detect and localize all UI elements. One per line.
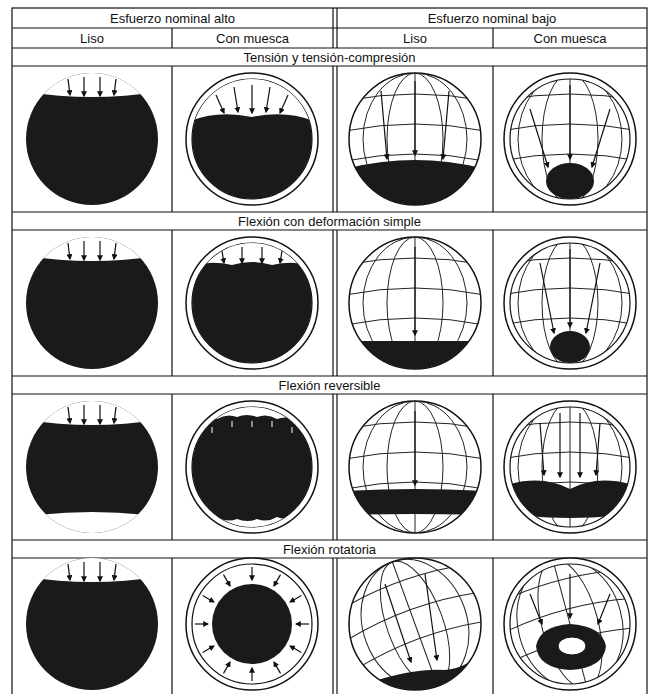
fracture-section: [22, 233, 162, 369]
column-header-cell: Esfuerzo nominal alto: [14, 9, 331, 27]
fracture-section: [484, 538, 655, 694]
subcolumn-header-cell: Con muesca: [174, 29, 331, 47]
row-header: Flexión con deformación simple: [236, 215, 423, 228]
row-header: Flexión rotatoria: [281, 543, 378, 556]
fracture-section: [345, 69, 485, 209]
row-header-cell: Flexión con deformación simple: [14, 213, 645, 229]
subcolumn-header-cell: Liso: [14, 29, 170, 47]
fracture-section: [186, 558, 318, 690]
table-grid: [12, 8, 647, 694]
fracture-section: [500, 69, 640, 209]
fracture-section: [22, 554, 162, 690]
column-header: Esfuerzo nominal alto: [108, 12, 237, 25]
fracture-section: [182, 233, 322, 369]
subcolumn-header-cell: Liso: [339, 29, 491, 47]
fracture-section: [345, 233, 485, 373]
row-header: Flexión reversible: [277, 379, 383, 392]
column-header: Esfuerzo nominal bajo: [426, 12, 559, 25]
fracture-section: [182, 69, 322, 205]
row-header-cell: Flexión reversible: [14, 377, 645, 393]
fracture-section: [345, 397, 485, 537]
row-header-cell: Flexión rotatoria: [14, 541, 645, 557]
subcolumn-header: Con muesca: [532, 32, 609, 45]
row-header-cell: Tensión y tensión-compresión: [14, 49, 645, 65]
subcolumn-header: Liso: [401, 32, 429, 45]
subcolumn-header-cell: Con muesca: [495, 29, 645, 47]
subcolumn-header: Liso: [78, 32, 106, 45]
fracture-section: [182, 397, 322, 537]
fracture-section: [22, 69, 162, 205]
fracture-section: [500, 233, 640, 373]
fracture-section: [22, 397, 162, 537]
fracture-section: [325, 534, 504, 694]
column-header-cell: Esfuerzo nominal bajo: [339, 9, 645, 27]
fracture-section: [500, 397, 640, 537]
subcolumn-header: Con muesca: [214, 32, 291, 45]
row-header: Tensión y tensión-compresión: [242, 51, 418, 64]
